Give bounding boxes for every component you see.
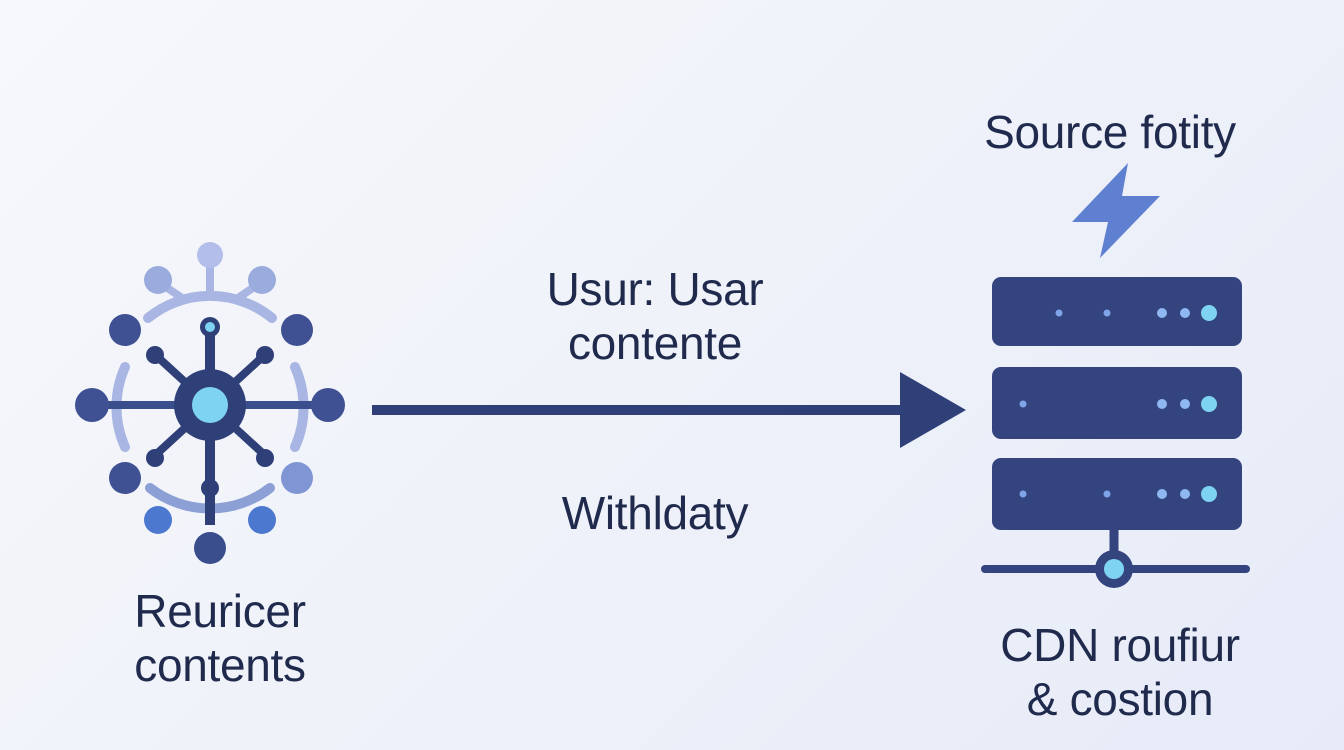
left-node-label: Reuricer contents (60, 584, 380, 692)
right-node-label: CDN roufiur & costion (940, 618, 1300, 726)
left-node-label-line1: Reuricer (134, 585, 306, 637)
left-node-label-line2: contents (134, 639, 306, 691)
right-node-label-line1: CDN roufiur (1000, 619, 1240, 671)
connector-bottom-label: Withldaty (561, 487, 749, 539)
connector-top-label-line1: Usur: Usar (546, 263, 764, 315)
right-node-label-line2: & costion (1026, 673, 1214, 725)
connector-top-label: Usur: Usar contente (500, 262, 810, 370)
connector-top-label-line2: contente (567, 317, 743, 369)
lightning-bolt-icon (1072, 163, 1160, 258)
server-stack-icon (981, 277, 1250, 588)
source-title: Source fotity (984, 106, 1236, 158)
arrow-right-icon (372, 372, 966, 448)
network-hub-icon (75, 242, 345, 564)
